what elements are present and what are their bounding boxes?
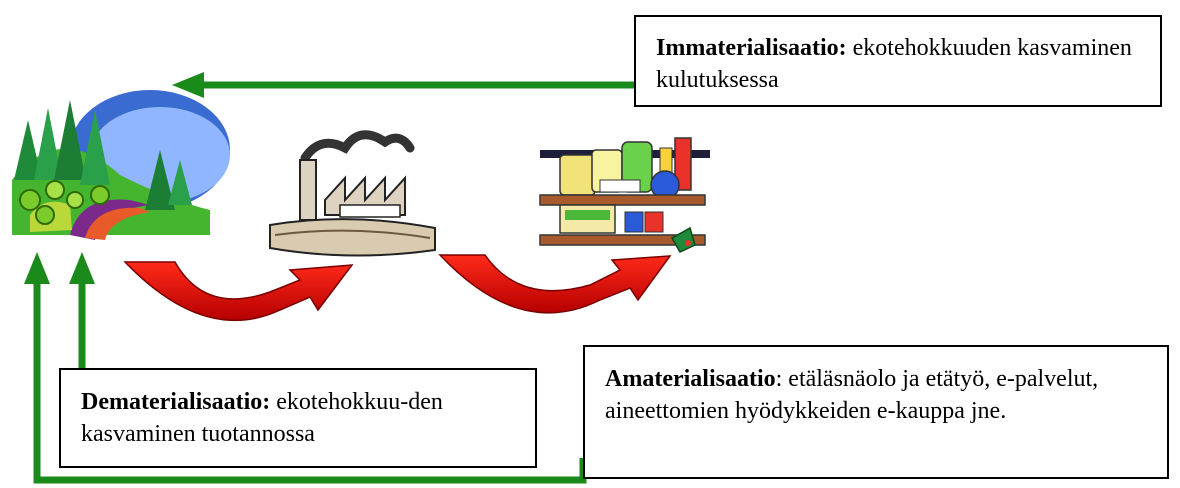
amaterialisaatio-label: Amaterialisaatio: etäläsnäolo ja etätyö,… — [583, 345, 1169, 479]
immaterialisaatio-description: ekotehokkuuden kasvaminen kulutuksessa — [656, 35, 1132, 93]
immaterialisaatio-arrow — [172, 72, 634, 98]
amaterialisaatio-term: Amaterialisaatio — [605, 366, 776, 392]
immaterialisaatio-label: Immaterialisaatio: ekotehokkuuden kasvam… — [634, 15, 1162, 107]
dematerialisaatio-term: Dematerialisaatio: — [81, 389, 271, 415]
immaterialisaatio-term: Immaterialisaatio: — [656, 35, 847, 61]
dematerialisaatio-description: ekotehokkuu-den kasvaminen tuotannossa — [81, 389, 443, 447]
red-curved-arrow-forest-to-factory — [123, 261, 354, 322]
shop-shelf-goods-icon — [539, 137, 710, 253]
factory-icon — [269, 130, 436, 257]
dematerialisaatio-label: Dematerialisaatio: ekotehokkuu-den kasva… — [59, 368, 537, 468]
red-curved-arrow-factory-to-shop — [438, 254, 672, 314]
dematerialisaatio-arrow — [69, 252, 95, 368]
forest-landscape-icon — [12, 90, 230, 240]
amaterialisaatio-description: : etäläsnäolo ja etätyö, e-palvelut, ain… — [605, 366, 1099, 424]
